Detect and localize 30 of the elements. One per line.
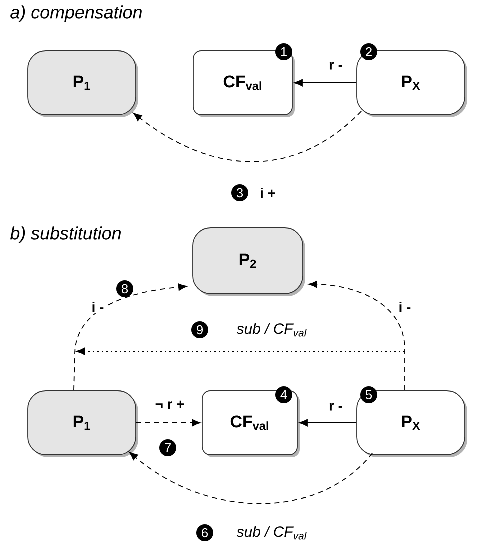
arrow: [74, 284, 188, 391]
callout-number: 5: [360, 386, 378, 404]
callout-number: 2: [360, 44, 378, 60]
process-pill: P$_{2}$: [192, 228, 306, 296]
callout-number: 7: [160, 440, 176, 456]
arrow: [308, 280, 406, 391]
edge-label: i +: [259, 186, 277, 200]
arrow: [76, 348, 406, 356]
edge-label: ¬ r +: [154, 400, 186, 410]
callout-number: 8: [116, 280, 134, 298]
section-heading: b) substitution: [10, 226, 121, 244]
arrow: [133, 111, 362, 162]
callout-number: 4: [276, 386, 292, 404]
edge-label: r -: [328, 402, 344, 412]
edge-label: r -: [328, 61, 344, 71]
arrow: [136, 419, 201, 427]
edge-label: sub / CF$_{val}$: [236, 525, 308, 541]
arrow: [294, 79, 357, 87]
process-pill: P$_{1}$: [28, 390, 138, 458]
edge-label: i -: [90, 300, 106, 314]
arrow: [299, 419, 357, 427]
callout-number: 6: [196, 524, 214, 542]
process-pill: P$_{1}$: [28, 50, 138, 118]
section-heading: a) compensation: [10, 6, 142, 22]
edge-label: sub / CF$_{val}$: [236, 322, 308, 338]
callout-number: 9: [192, 322, 208, 338]
arrow: [129, 452, 373, 504]
callout-number: 1: [276, 44, 292, 60]
edge-label: i -: [398, 300, 412, 314]
callout-number: 3: [232, 184, 248, 202]
